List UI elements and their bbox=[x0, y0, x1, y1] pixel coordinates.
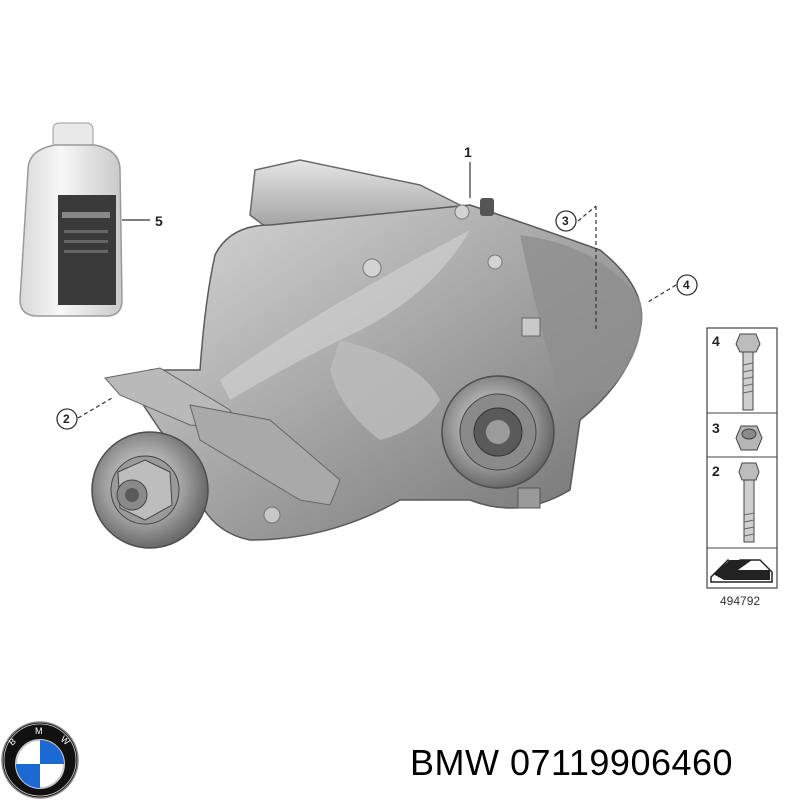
bolt-4-illustration bbox=[735, 333, 761, 411]
callout-1: 1 bbox=[464, 144, 472, 160]
panel-row-2-number: 2 bbox=[712, 463, 720, 479]
direction-arrow-icon bbox=[710, 558, 773, 583]
callout-3: 3 bbox=[562, 214, 569, 228]
callout-3-circle bbox=[555, 210, 577, 232]
caption-part-number: 07119906460 bbox=[510, 742, 734, 783]
bmw-logo-letter-m: M bbox=[35, 726, 43, 736]
diagram-reference-number: 494792 bbox=[720, 594, 760, 608]
differential-illustration bbox=[91, 159, 643, 549]
part-caption: BMW 07119906460 bbox=[410, 742, 733, 784]
nut-3-illustration bbox=[735, 425, 763, 451]
callout-5: 5 bbox=[155, 213, 163, 229]
callout-4: 4 bbox=[683, 278, 690, 292]
bmw-logo-letter-b: B bbox=[7, 736, 18, 748]
panel-row-4-number: 4 bbox=[712, 333, 720, 349]
callout-lines bbox=[77, 162, 677, 419]
bmw-logo: B M W bbox=[1, 721, 79, 799]
bolt-2-illustration bbox=[738, 462, 760, 543]
oil-bottle-illustration bbox=[19, 122, 123, 317]
callout-2-circle bbox=[56, 408, 78, 430]
fastener-panel: 4 3 2 49 bbox=[706, 327, 778, 608]
callout-4-circle bbox=[676, 274, 698, 296]
caption-brand: BMW bbox=[410, 742, 500, 783]
callout-2: 2 bbox=[63, 412, 70, 426]
panel-row-3-number: 3 bbox=[712, 420, 720, 436]
